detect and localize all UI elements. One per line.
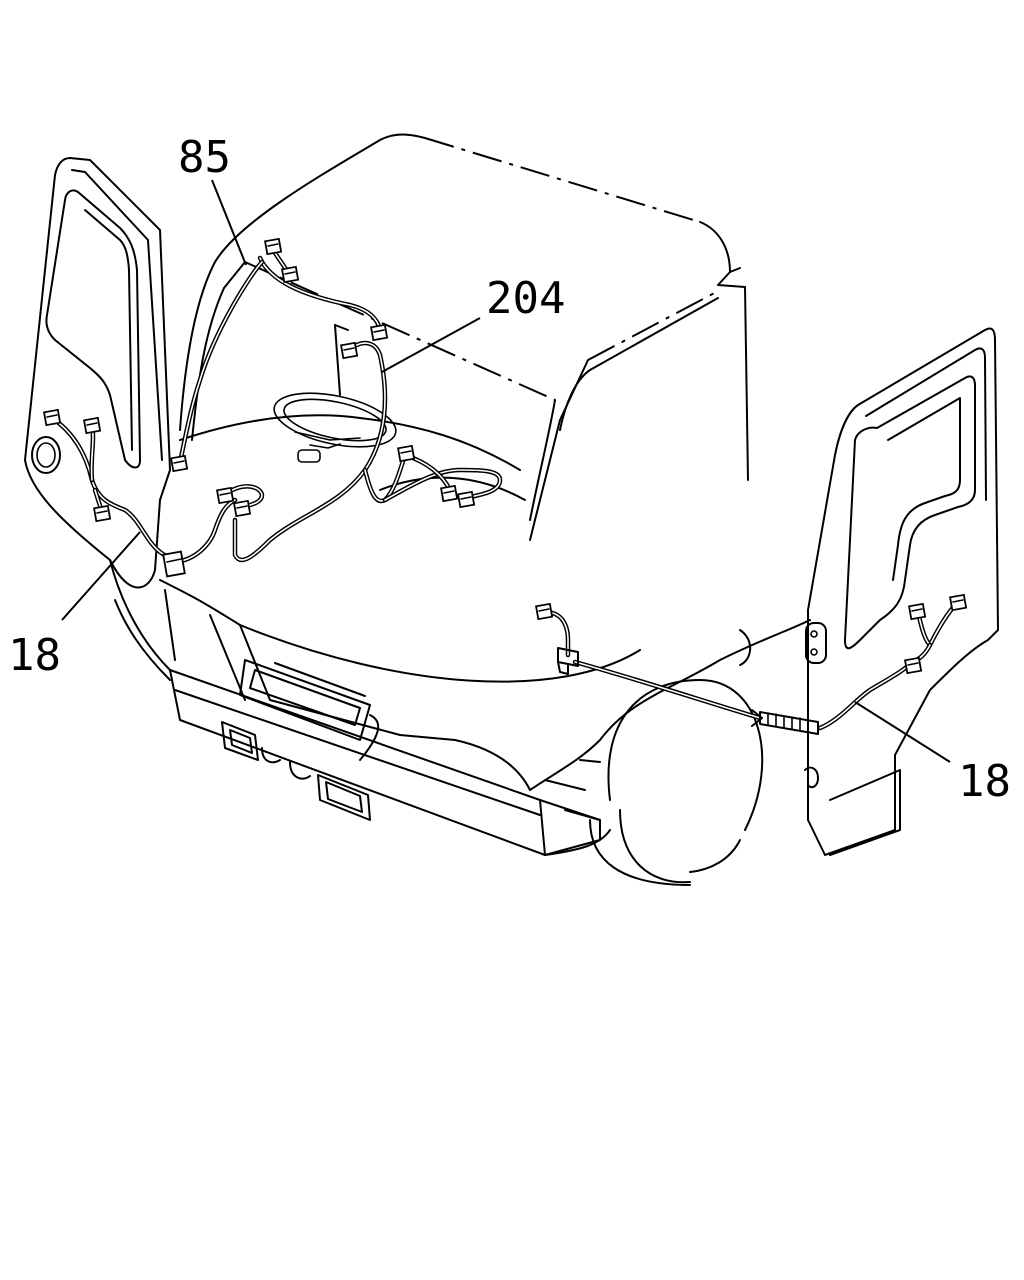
connector-icon <box>170 454 189 473</box>
connectors <box>43 237 968 675</box>
leader-lines <box>61 179 951 763</box>
harness-204 <box>222 340 503 563</box>
callout-18-right: 18 <box>958 756 1011 807</box>
connector-icon <box>43 408 62 427</box>
connector-icon <box>281 265 300 284</box>
connector-icon <box>457 490 476 509</box>
truck-cab <box>109 133 811 886</box>
connector-icon <box>264 237 283 256</box>
connector-icon <box>340 341 359 360</box>
connector-icon <box>370 323 389 342</box>
right-door <box>804 327 999 856</box>
harness-18-left <box>49 415 238 565</box>
connector-icon <box>949 593 968 612</box>
callout-204: 204 <box>486 273 565 324</box>
connector-icon <box>908 602 927 621</box>
connector-icon <box>233 499 252 518</box>
harness-18-right <box>542 599 961 735</box>
connector-icon <box>440 484 459 503</box>
connector-icon <box>216 486 235 505</box>
connector-icon <box>93 504 112 523</box>
connector-icon <box>904 656 923 675</box>
callout-18-left: 18 <box>8 630 61 681</box>
connector-icon <box>83 416 102 435</box>
left-door <box>24 157 171 589</box>
connector-icon <box>397 444 416 463</box>
connector-icon <box>535 602 554 621</box>
connector-icon <box>162 550 186 578</box>
callout-85: 85 <box>178 132 231 183</box>
